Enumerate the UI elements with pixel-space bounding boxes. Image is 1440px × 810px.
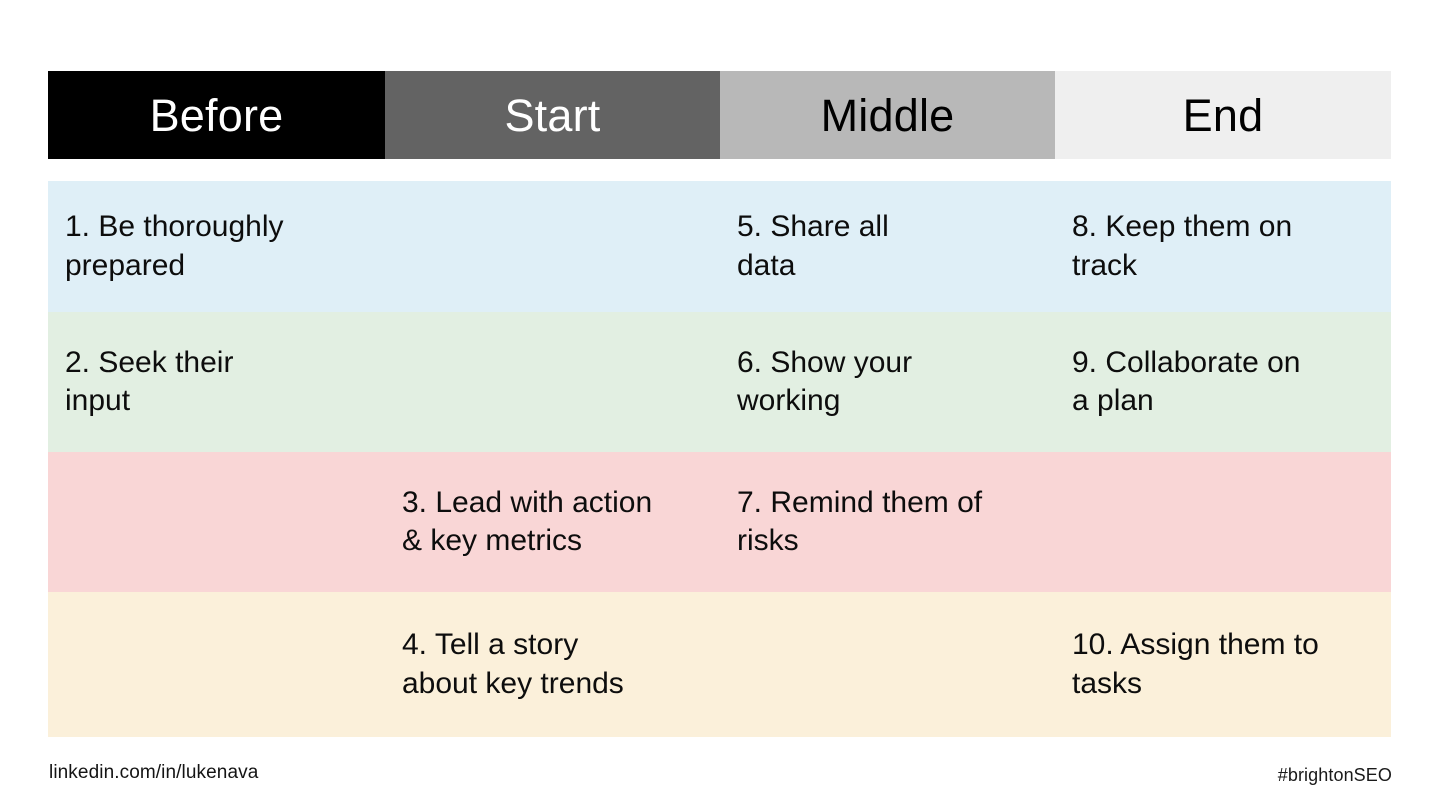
tip-text: 8. Keep them on track bbox=[1072, 210, 1293, 282]
cell-before-row1: 1. Be thoroughly prepared bbox=[48, 181, 385, 312]
cell-start-row2 bbox=[385, 312, 720, 452]
phase-header-row: Before Start Middle End bbox=[48, 71, 1391, 159]
cell-middle-row4 bbox=[720, 592, 1055, 737]
cell-middle-row2: 6. Show your working bbox=[720, 312, 1055, 452]
tip-text: 6. Show your working bbox=[737, 345, 913, 417]
tip-text: 9. Collaborate on a plan bbox=[1072, 345, 1301, 417]
phase-header-before: Before bbox=[48, 71, 385, 159]
cell-before-row4 bbox=[48, 592, 385, 737]
tip-text: 3. Lead with action & key metrics bbox=[402, 485, 653, 557]
tip-text: 5. Share all data bbox=[737, 210, 889, 282]
tip-text: 2. Seek their input bbox=[65, 345, 234, 417]
cell-end-row4: 10. Assign them to tasks bbox=[1055, 592, 1391, 737]
cell-middle-row3: 7. Remind them of risks bbox=[720, 452, 1055, 592]
footer-profile-link[interactable]: linkedin.com/in/lukenava bbox=[49, 762, 259, 783]
phase-header-middle-label: Middle bbox=[820, 89, 955, 141]
table-row: 1. Be thoroughly prepared 5. Share all d… bbox=[48, 181, 1391, 312]
cell-before-row3 bbox=[48, 452, 385, 592]
cell-middle-row1: 5. Share all data bbox=[720, 181, 1055, 312]
tip-text: 1. Be thoroughly prepared bbox=[65, 210, 284, 282]
cell-end-row1: 8. Keep them on track bbox=[1055, 181, 1391, 312]
phase-header-middle: Middle bbox=[720, 71, 1055, 159]
tips-matrix: 1. Be thoroughly prepared 5. Share all d… bbox=[48, 181, 1391, 737]
phase-header-before-label: Before bbox=[149, 89, 284, 141]
tip-text: 7. Remind them of risks bbox=[737, 485, 983, 557]
cell-start-row1 bbox=[385, 181, 720, 312]
table-row: 2. Seek their input 6. Show your working… bbox=[48, 312, 1391, 452]
cell-start-row4: 4. Tell a story about key trends bbox=[385, 592, 720, 737]
tip-text: 4. Tell a story about key trends bbox=[402, 628, 624, 700]
cell-start-row3: 3. Lead with action & key metrics bbox=[385, 452, 720, 592]
cell-before-row2: 2. Seek their input bbox=[48, 312, 385, 452]
phase-header-end: End bbox=[1055, 71, 1391, 159]
cell-end-row2: 9. Collaborate on a plan bbox=[1055, 312, 1391, 452]
table-row: 3. Lead with action & key metrics 7. Rem… bbox=[48, 452, 1391, 592]
phase-header-start-label: Start bbox=[504, 89, 601, 141]
phase-header-start: Start bbox=[385, 71, 720, 159]
phase-header-end-label: End bbox=[1182, 89, 1264, 141]
tip-text: 10. Assign them to tasks bbox=[1072, 628, 1319, 700]
table-row: 4. Tell a story about key trends 10. Ass… bbox=[48, 592, 1391, 737]
footer-hashtag: #brightonSEO bbox=[1277, 765, 1392, 785]
cell-end-row3 bbox=[1055, 452, 1391, 592]
